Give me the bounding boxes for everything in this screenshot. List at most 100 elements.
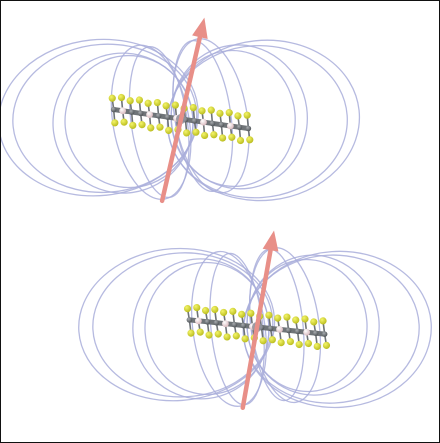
sulfur-atom — [310, 318, 318, 326]
sulfur-atom — [207, 106, 215, 114]
sulfur-atom — [283, 313, 291, 321]
molecule-chain-bottom — [183, 303, 331, 351]
dipole-panel-bottom — [78, 230, 432, 411]
metal-atom — [194, 317, 202, 325]
sulfur-atom — [201, 131, 209, 140]
sulfur-atom — [183, 129, 191, 137]
carbon-atom — [186, 317, 193, 323]
field-loop — [1, 38, 199, 197]
sulfur-atom — [229, 307, 237, 315]
sulfur-atom — [319, 317, 327, 325]
metal-atom — [226, 122, 234, 130]
carbon-atom — [285, 327, 292, 334]
carbon-atom — [240, 322, 247, 329]
sulfur-atom — [147, 124, 155, 132]
carbon-atom — [312, 330, 319, 336]
molecule-chain-top — [108, 93, 254, 145]
carbon-atom — [294, 328, 301, 335]
field-loop — [170, 49, 296, 188]
sulfur-atom — [211, 305, 219, 314]
sulfur-atom — [187, 329, 195, 337]
sulfur-atom — [210, 131, 218, 139]
sulfur-atom — [120, 118, 128, 126]
metal-atom — [200, 118, 207, 126]
carbon-atom — [213, 319, 220, 326]
metal-atom — [146, 111, 153, 118]
sulfur-atom — [214, 330, 222, 338]
sulfur-atom — [129, 121, 137, 129]
sulfur-atom — [223, 333, 231, 341]
sulfur-atom — [274, 314, 282, 322]
sulfur-atom — [165, 126, 173, 134]
sulfur-atom — [295, 340, 303, 349]
sulfur-atom — [241, 335, 249, 343]
sulfur-atom — [232, 332, 240, 340]
sulfur-atom — [189, 104, 197, 112]
carbon-atom — [191, 118, 198, 124]
sulfur-atom — [108, 94, 116, 102]
metal-atom — [119, 107, 127, 115]
sulfur-atom — [192, 128, 200, 136]
carbon-atom — [209, 120, 216, 127]
sulfur-atom — [171, 101, 179, 109]
sulfur-atom — [220, 308, 228, 317]
sulfur-atom — [277, 339, 285, 347]
sulfur-atom — [156, 123, 164, 131]
sulfur-atom — [228, 133, 236, 141]
sulfur-atom — [238, 310, 246, 318]
carbon-atom — [231, 321, 238, 328]
sulfur-atom — [236, 136, 245, 145]
sulfur-atom — [301, 315, 309, 323]
sulfur-atom — [234, 112, 242, 120]
magnetic-moment-arrow-top — [159, 17, 208, 204]
sulfur-atom — [111, 119, 119, 127]
sulfur-atom — [304, 339, 313, 348]
carbon-atom — [245, 125, 252, 132]
sulfur-atom — [243, 111, 251, 119]
sulfur-atom — [138, 121, 146, 129]
carbon-atom — [236, 124, 243, 131]
sulfur-atom — [144, 99, 152, 107]
sulfur-atom — [117, 93, 126, 102]
metal-atom — [222, 320, 229, 328]
sulfur-atom — [205, 331, 213, 339]
sulfur-atom — [247, 309, 255, 317]
sulfur-atom — [135, 96, 144, 104]
magnetic-moment-arrow-bottom — [240, 230, 279, 411]
sulfur-atom — [246, 136, 254, 144]
sulfur-atom — [286, 337, 294, 346]
sulfur-atom — [216, 109, 224, 117]
sulfur-atom — [268, 336, 276, 344]
sulfur-atom — [153, 98, 161, 107]
metal-atom — [276, 325, 283, 333]
sulfur-atom — [259, 337, 267, 345]
sulfur-atom — [201, 306, 210, 315]
carbon-atom — [218, 121, 225, 128]
sulfur-atom — [193, 303, 201, 312]
sulfur-atom — [126, 97, 134, 105]
sulfur-atom — [292, 316, 300, 324]
sulfur-atom — [265, 311, 273, 319]
carbon-atom — [321, 331, 328, 337]
carbon-atom — [137, 110, 144, 117]
field-loop — [246, 258, 368, 393]
sulfur-atom — [162, 102, 170, 110]
carbon-atom — [164, 114, 171, 120]
sulfur-atom — [218, 134, 227, 142]
carbon-atom — [155, 113, 162, 119]
field-loop — [242, 254, 420, 404]
dipole-panel-top — [1, 17, 361, 204]
sulfur-atom — [183, 305, 192, 313]
sulfur-atom — [196, 328, 204, 336]
metal-atom — [303, 328, 310, 336]
carbon-atom — [128, 109, 135, 115]
sulfur-atom — [322, 341, 331, 349]
sulfur-atom — [313, 342, 321, 351]
carbon-atom — [204, 318, 211, 325]
sulfur-atom — [225, 109, 233, 117]
carbon-atom — [267, 325, 274, 332]
carbon-atom — [110, 106, 117, 113]
sulfur-atom — [198, 107, 206, 115]
